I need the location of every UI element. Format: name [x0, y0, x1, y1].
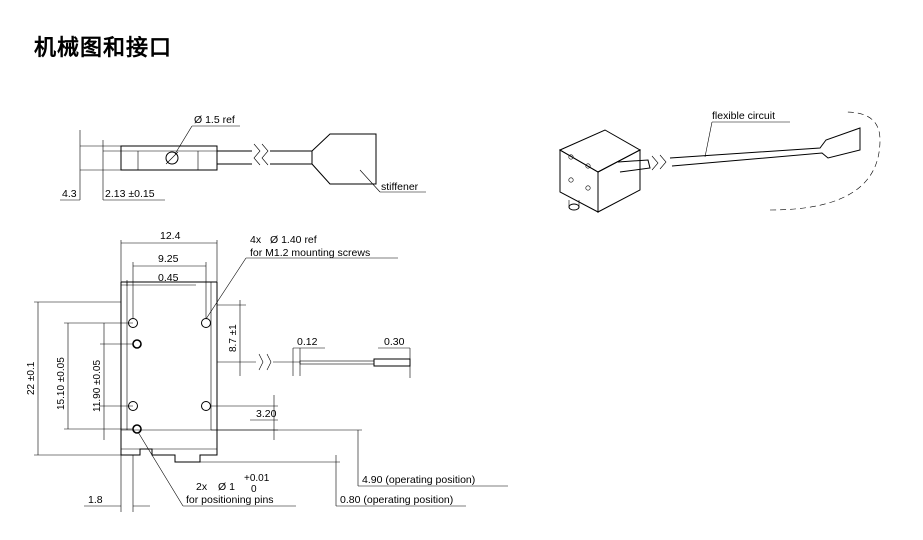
iso-cable-break: [651, 155, 659, 171]
page-title: 机械图和接口: [34, 35, 173, 61]
iso-hole: [585, 163, 591, 169]
stiffener-leader: [359, 169, 381, 193]
stiffener-thickness-label: 0.30: [384, 336, 405, 348]
bottom-offset-label: 3.20: [256, 408, 277, 420]
outer-hole-label: 15.10 ±0.05: [56, 357, 67, 410]
positioning-pin: [132, 339, 142, 349]
iso-swing-arc: [769, 111, 881, 211]
height-label: 4.3: [62, 188, 77, 200]
screw-count-label: 4x: [250, 234, 262, 246]
flex-thickness-label: 0.12: [297, 336, 318, 348]
hole-spacing-label: 9.25: [158, 253, 179, 265]
pin-diameter-label: Ø 1: [218, 481, 235, 493]
iso-top-face: [558, 129, 642, 173]
stiffener-label: stiffener: [381, 181, 419, 193]
front-cable-break-2: [266, 353, 272, 371]
isometric-view: flexible circuit: [558, 110, 881, 213]
operating-2-label: 0.80 (operating position): [340, 494, 453, 506]
front-view: 12.4 9.25 0.45 4x Ø 1.40 ref for M1.2 mo…: [26, 230, 508, 512]
operating-1-label: 4.90 (operating position): [362, 474, 475, 486]
side-view-body: [120, 145, 218, 171]
mounting-hole: [201, 318, 211, 328]
screw-desc-label: for M1.2 mounting screws: [250, 247, 370, 259]
iso-hole: [568, 154, 574, 160]
iso-hole: [568, 177, 574, 183]
flex-stiffener: [373, 358, 411, 367]
inner-hole-label: 11.90 ±0.05: [92, 360, 103, 412]
edge-offset-label: 0.45: [158, 272, 179, 284]
iso-cable-break: [659, 154, 667, 170]
screw-leader: [205, 257, 247, 320]
width-label: 12.4: [160, 230, 181, 242]
front-body: [120, 282, 218, 463]
side-view-hole-hatch: [165, 151, 179, 165]
screw-diameter-label: Ø 1.40 ref: [270, 234, 317, 246]
side-view-hole: [165, 151, 179, 165]
side-cable-break-2: [261, 143, 269, 166]
iso-flex: [669, 127, 861, 167]
front-cable-break-1: [258, 353, 264, 371]
pin-tol-upper: +0.01: [244, 473, 270, 484]
ref-diameter-label: Ø 1.5 ref: [194, 114, 235, 126]
flex-circuit-label: flexible circuit: [712, 110, 775, 122]
pin-count-label: 2x: [196, 481, 208, 493]
left-offset-label: 1.8: [88, 494, 103, 506]
iso-hole: [585, 185, 591, 191]
ref-diameter-leader: [174, 125, 193, 155]
stroke-label: 8.7 ±1: [228, 324, 239, 352]
flex-section: [299, 360, 375, 365]
side-cable-break-1: [253, 143, 261, 166]
side-view: stiffener Ø 1.5 ref 4.3 2.13 ±0.15: [60, 114, 426, 201]
pin-leader: [137, 431, 184, 507]
iso-pin: [568, 203, 580, 211]
iso-cable-stub: [617, 159, 651, 173]
side-stiffener: [311, 133, 377, 185]
offset-label: 2.13 ±0.15: [105, 188, 155, 200]
positioning-pin: [132, 424, 142, 434]
iso-side-face: [597, 149, 641, 213]
mounting-hole: [201, 401, 211, 411]
flex-circuit-leader: [704, 121, 713, 158]
pin-tol-lower: 0: [251, 484, 257, 495]
height-total-label: 22 ±0.1: [26, 361, 37, 395]
pin-desc-label: for positioning pins: [186, 494, 274, 506]
